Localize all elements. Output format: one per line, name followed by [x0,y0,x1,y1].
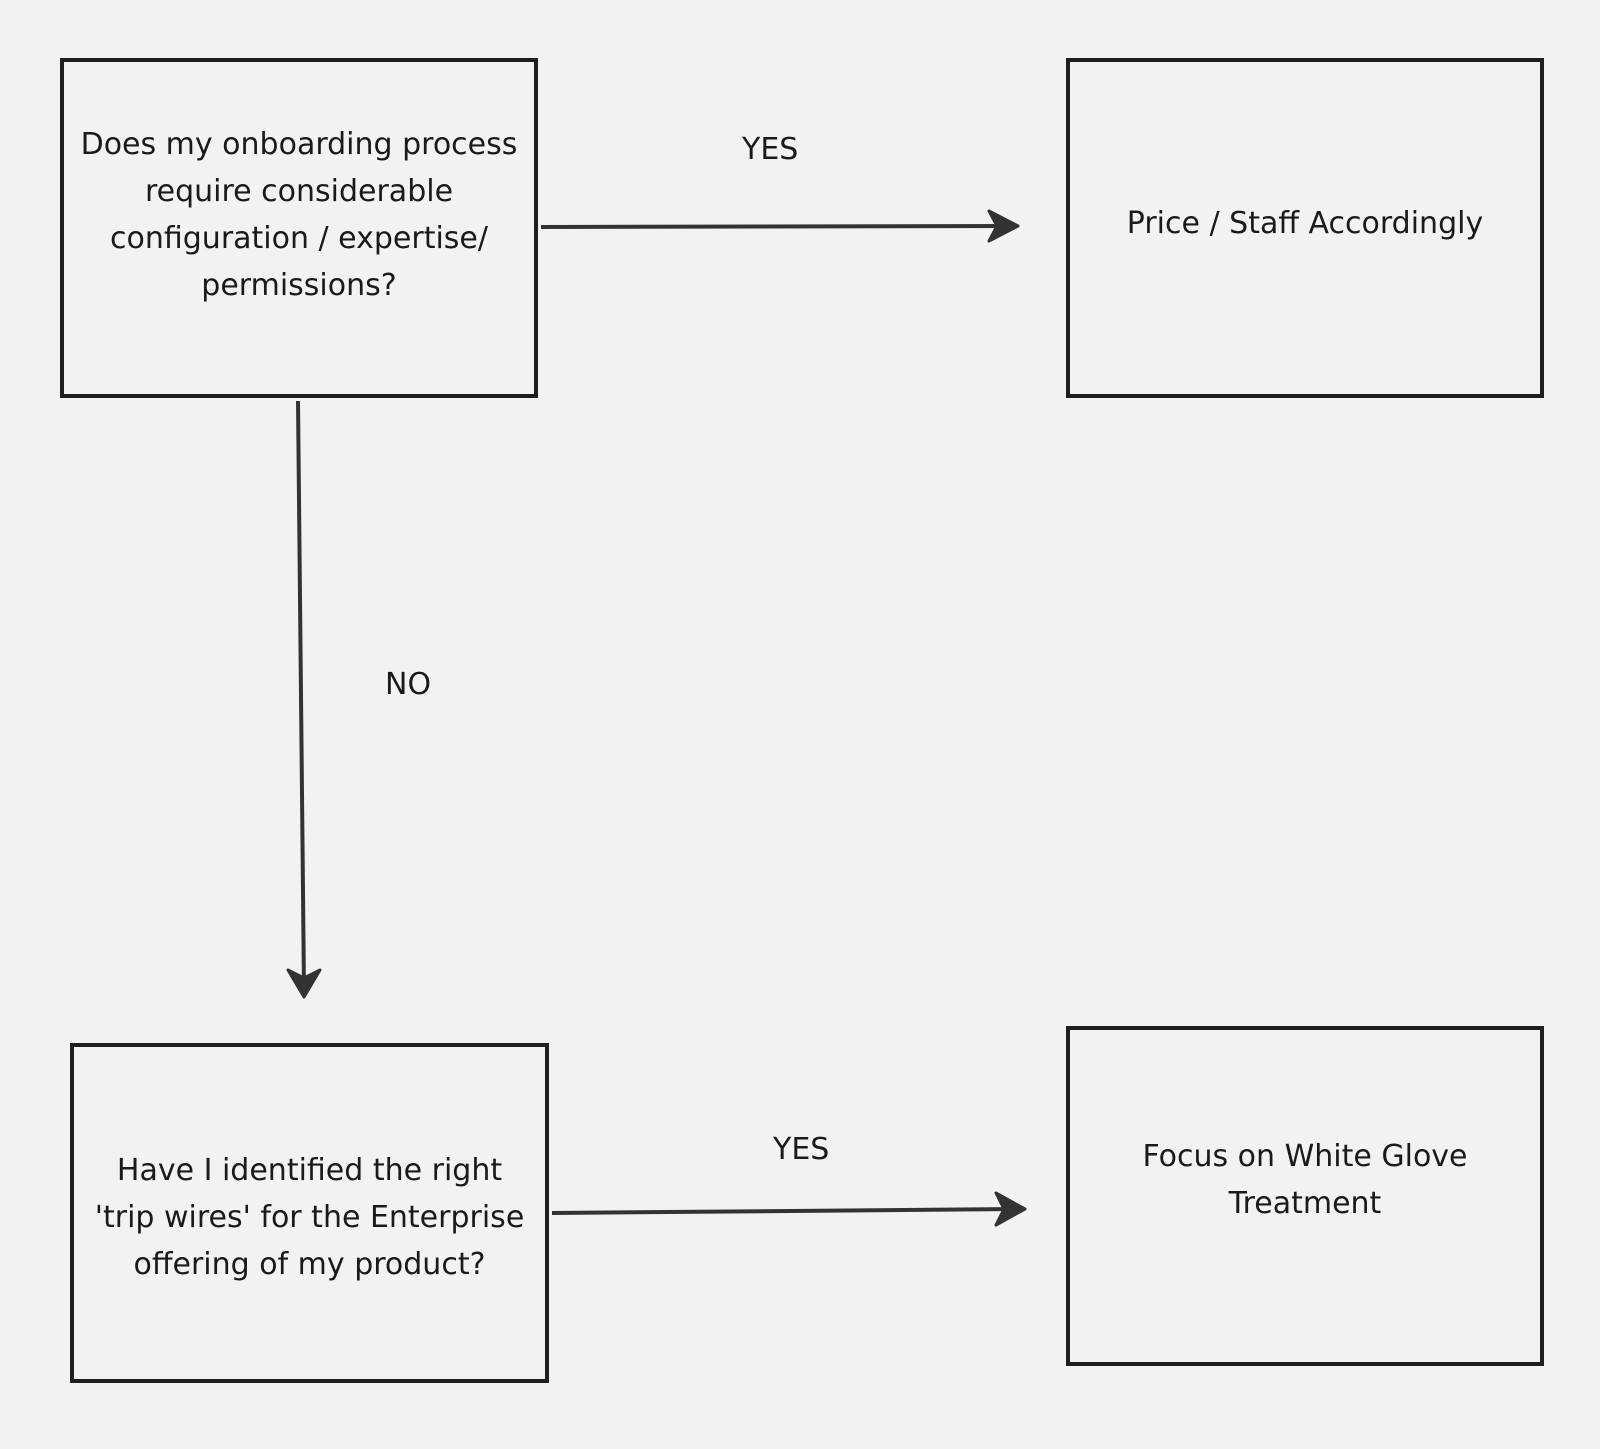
outcome-node-white-glove-text: Focus on White Glove Treatment [1142,1139,1468,1221]
connector-q1-q2 [286,400,322,999]
connector-q2-a2-line [551,1207,1019,1215]
connector-q1-q2-line [296,400,306,991]
decision-node-onboarding: Does my onboarding process require consi… [60,58,538,398]
arrowhead-down-icon [286,968,322,999]
arrowhead-right-icon [994,1191,1027,1227]
connector-q2-a2 [551,1191,1027,1227]
decision-node-trip-wires-text: Have I identified the right 'trip wires'… [94,1152,525,1282]
arrowhead-right-icon [987,209,1020,243]
outcome-node-white-glove: Focus on White Glove Treatment [1066,1026,1544,1366]
outcome-node-price-staff-text: Price / Staff Accordingly [1126,205,1484,241]
edge-label-yes-bottom: YES [773,1132,830,1167]
connector-q1-a1 [540,209,1020,243]
decision-node-onboarding-text: Does my onboarding process require consi… [80,127,518,303]
connector-q1-a1-line [540,224,1013,229]
outcome-node-price-staff: Price / Staff Accordingly [1066,58,1544,398]
decision-node-trip-wires: Have I identified the right 'trip wires'… [70,1043,549,1383]
edge-label-no: NO [385,667,432,702]
edge-label-yes-top: YES [742,132,799,167]
